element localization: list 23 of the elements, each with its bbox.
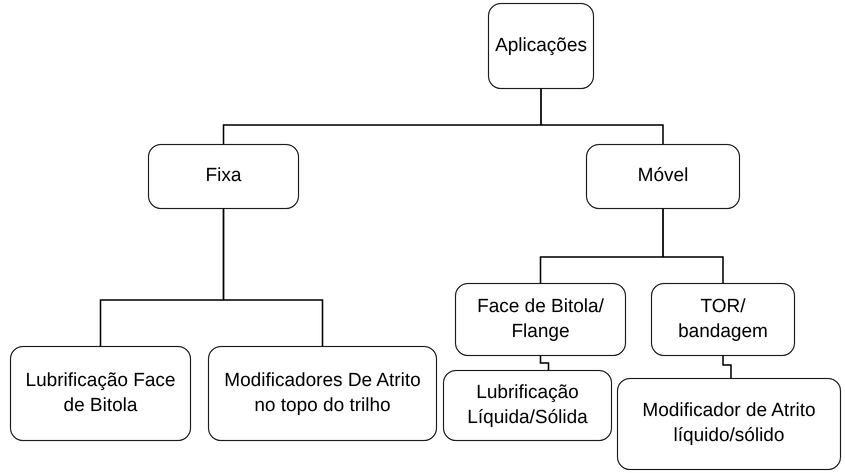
box-label: Aplicações xyxy=(495,34,587,58)
connector-line xyxy=(540,89,664,144)
box-label: Fixa xyxy=(206,164,242,188)
connector-line xyxy=(722,356,732,378)
box-label: Lubrificação Líquida/Sólida xyxy=(466,380,589,430)
connector-line xyxy=(662,209,724,283)
rounded-box xyxy=(617,378,841,470)
rounded-box xyxy=(148,144,299,209)
rounded-box xyxy=(443,370,612,441)
box-label: TOR/ bandagem xyxy=(677,294,769,344)
rounded-box xyxy=(586,144,740,209)
rounded-box xyxy=(10,346,191,441)
rounded-box xyxy=(208,346,437,441)
connector-line xyxy=(540,356,550,370)
box-label: Móvel xyxy=(638,164,688,188)
rounded-box xyxy=(651,283,795,356)
rounded-box xyxy=(455,283,626,356)
box-label: Face de Bitola/ Flange xyxy=(476,294,605,344)
box-label: Modificadores De Atrito no topo do trilho xyxy=(223,368,422,418)
box-label: Modificador de Atrito líquido/sólido xyxy=(641,399,817,448)
box-label: Lubrificação Face de Bitola xyxy=(24,368,176,418)
connector-line xyxy=(222,209,324,346)
rounded-box xyxy=(488,3,594,89)
